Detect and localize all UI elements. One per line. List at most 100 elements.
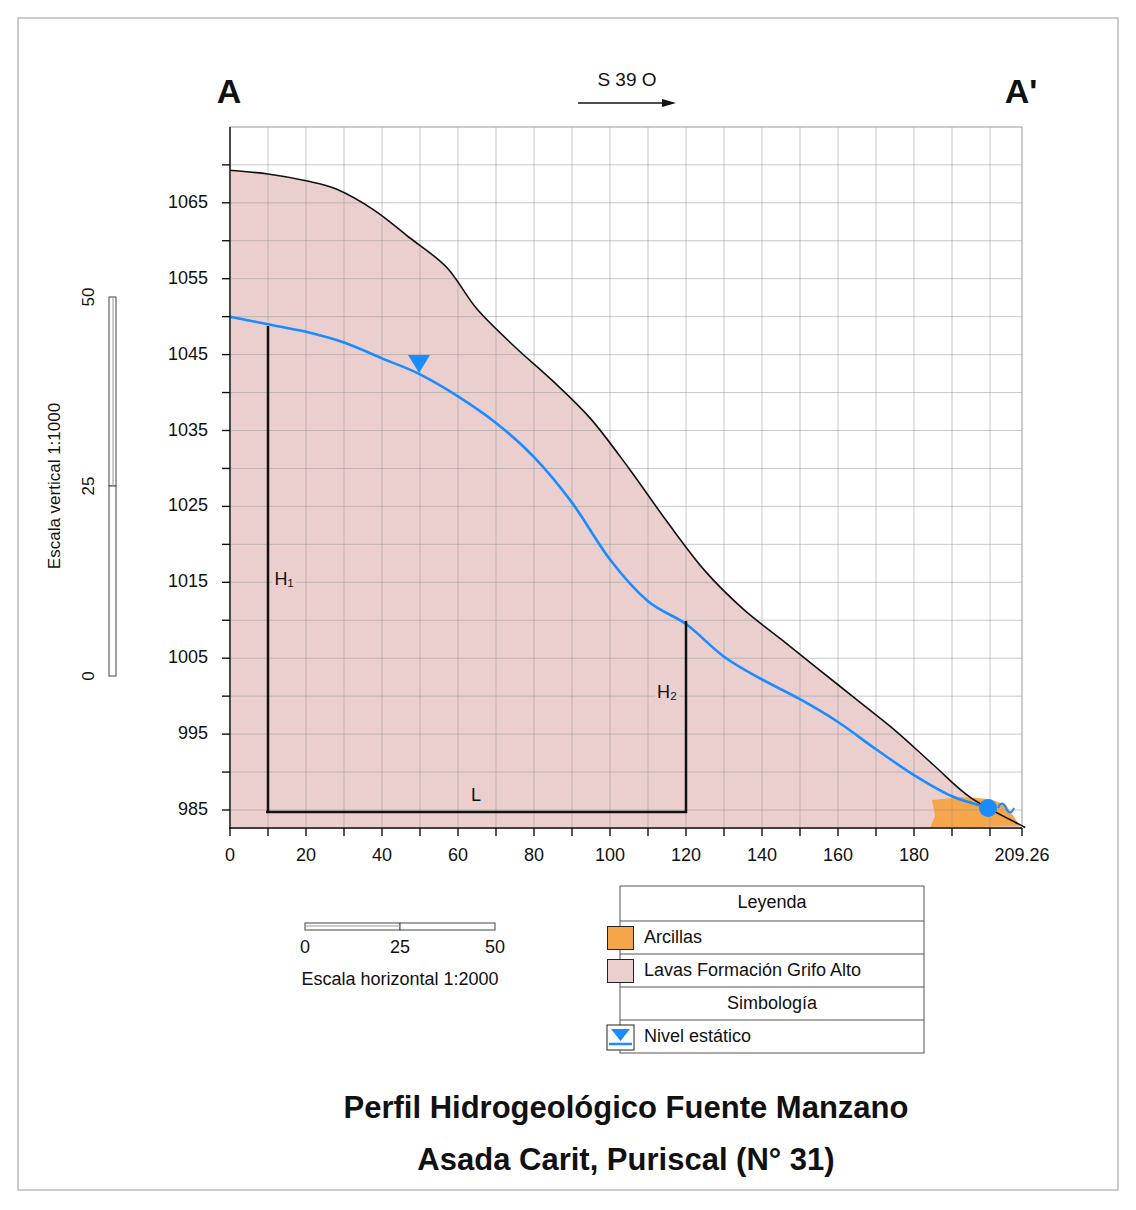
stroke bbox=[305, 828, 306, 836]
stroke bbox=[222, 733, 230, 734]
stroke bbox=[420, 127, 421, 828]
distance-tick: 40 bbox=[372, 846, 392, 866]
scale-label: 50 bbox=[80, 288, 99, 307]
elevation-tick: 1035 bbox=[168, 421, 208, 441]
elevation-tick: 1045 bbox=[168, 345, 208, 365]
elevation-tick: 1065 bbox=[168, 193, 208, 213]
stroke bbox=[222, 809, 230, 810]
stroke bbox=[533, 828, 534, 836]
stroke bbox=[799, 828, 800, 836]
dimension-label: H₁ bbox=[272, 570, 295, 590]
distance-tick: 60 bbox=[448, 846, 468, 866]
stroke bbox=[230, 772, 1022, 773]
stroke bbox=[230, 316, 1022, 317]
stroke bbox=[230, 734, 1022, 735]
dimension-lines bbox=[266, 326, 687, 813]
stroke bbox=[222, 392, 230, 393]
stroke bbox=[496, 127, 497, 828]
stroke bbox=[876, 127, 877, 828]
stroke bbox=[230, 392, 1022, 393]
stroke bbox=[230, 240, 1022, 241]
distance-tick: 120 bbox=[671, 846, 701, 866]
stroke bbox=[723, 828, 724, 836]
stroke bbox=[610, 127, 611, 828]
distance-tick: 209.26 bbox=[994, 846, 1049, 866]
scale-label: 50 bbox=[485, 938, 505, 958]
stroke bbox=[222, 430, 230, 431]
stroke bbox=[1021, 828, 1022, 836]
stroke bbox=[647, 828, 648, 836]
stroke bbox=[648, 127, 649, 828]
stroke bbox=[761, 828, 762, 836]
stroke bbox=[267, 828, 268, 836]
stroke bbox=[230, 544, 1022, 545]
stroke bbox=[572, 127, 573, 828]
stroke bbox=[534, 127, 535, 828]
legend-text: Nivel estático bbox=[644, 1027, 751, 1047]
legend-heading: Simbología bbox=[727, 994, 817, 1014]
stroke bbox=[458, 127, 459, 828]
stroke bbox=[306, 127, 307, 828]
scale-label: Escala horizontal 1:2000 bbox=[301, 970, 498, 990]
horizontal-scale-bar bbox=[305, 923, 495, 930]
stroke bbox=[609, 828, 610, 836]
stroke bbox=[222, 620, 230, 621]
stroke bbox=[382, 127, 383, 828]
stroke bbox=[952, 127, 953, 828]
legend-static-level-sample bbox=[607, 1025, 634, 1050]
stroke bbox=[230, 506, 1022, 507]
stroke bbox=[457, 828, 458, 836]
stroke bbox=[990, 127, 991, 828]
distance-tick: 140 bbox=[747, 846, 777, 866]
stroke bbox=[343, 828, 344, 836]
stroke bbox=[837, 828, 838, 836]
stroke bbox=[571, 828, 572, 836]
stroke bbox=[222, 771, 230, 772]
stroke bbox=[222, 544, 230, 545]
stroke bbox=[222, 278, 230, 279]
axes bbox=[222, 127, 1022, 836]
stroke bbox=[222, 468, 230, 469]
legend-swatch bbox=[607, 959, 634, 983]
stroke bbox=[419, 828, 420, 836]
stroke bbox=[268, 127, 269, 828]
vertical-scale-bar bbox=[109, 297, 116, 676]
stroke bbox=[230, 430, 1022, 431]
legend-table bbox=[620, 886, 924, 1053]
water-table bbox=[230, 317, 988, 808]
legend-swatch bbox=[607, 926, 634, 950]
grid bbox=[230, 127, 1022, 828]
stroke bbox=[913, 828, 914, 836]
section-end: A bbox=[217, 73, 242, 110]
section-end: A' bbox=[1005, 73, 1038, 110]
distance-tick: 80 bbox=[524, 846, 544, 866]
distance-tick: 0 bbox=[225, 846, 235, 866]
stroke bbox=[230, 164, 1022, 165]
elevation-tick: 1005 bbox=[168, 648, 208, 668]
scale-label: 0 bbox=[80, 671, 99, 680]
stroke bbox=[222, 202, 230, 203]
direction-label: S 39 O bbox=[597, 70, 656, 91]
stroke bbox=[222, 354, 230, 355]
stroke bbox=[222, 658, 230, 659]
stroke bbox=[230, 354, 1022, 355]
terrain-surface bbox=[230, 170, 1025, 827]
stroke bbox=[230, 696, 1022, 697]
scale-label: Escala vertical 1:1000 bbox=[46, 403, 65, 569]
elevation-tick: 985 bbox=[178, 800, 208, 820]
stroke bbox=[381, 828, 382, 836]
elevation-tick: 1015 bbox=[168, 572, 208, 592]
static-level-marker bbox=[408, 355, 430, 373]
page-frame bbox=[18, 18, 1118, 1190]
scale-label: 25 bbox=[390, 938, 410, 958]
stroke bbox=[230, 810, 1022, 811]
clay-deposit bbox=[930, 797, 1020, 828]
scale-label: 25 bbox=[80, 477, 99, 496]
legend-text: Arcillas bbox=[644, 928, 702, 948]
dimension-label: L bbox=[469, 786, 483, 806]
elevation-tick: 1055 bbox=[168, 269, 208, 289]
stroke bbox=[222, 582, 230, 583]
scale-label: 0 bbox=[300, 938, 310, 958]
elevation-tick: 995 bbox=[178, 724, 208, 744]
